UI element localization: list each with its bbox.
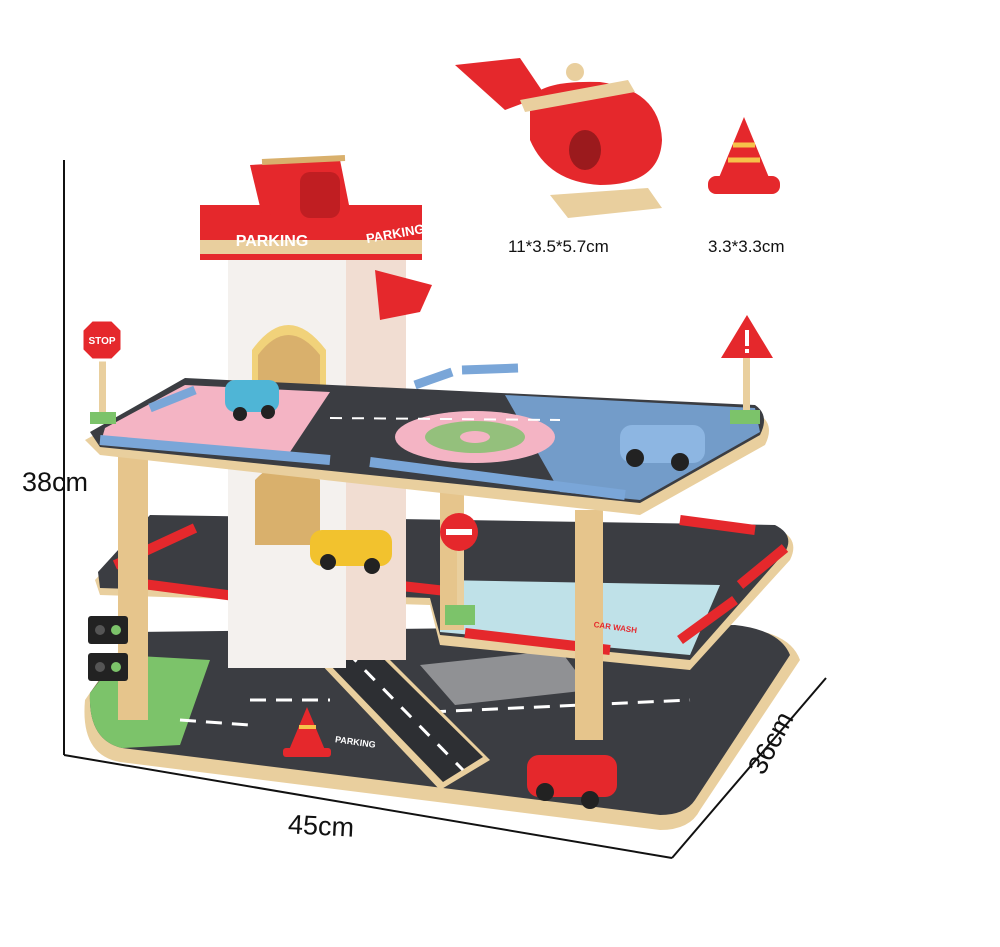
width-label: 45cm [287, 809, 355, 843]
cone-size-label: 3.3*3.3cm [708, 237, 785, 256]
traffic-lights [88, 616, 128, 681]
red-car [527, 755, 617, 809]
width-line [63, 754, 673, 859]
helicopter-size-label: 11*3.5*5.7cm [508, 237, 609, 256]
cone-on-floor [283, 707, 331, 757]
depth-line [671, 677, 827, 859]
helicopter-accessory [455, 58, 662, 218]
stop-sign-post [80, 318, 124, 424]
blue-car-top-right [620, 425, 705, 471]
dimension-lines [63, 160, 827, 859]
yellow-car [310, 530, 392, 574]
blue-car-top-left [225, 380, 279, 421]
cone-accessory [708, 117, 780, 194]
tower-sign-left: PARKING [236, 233, 309, 250]
height-label: 38cm [22, 467, 89, 497]
cars [225, 380, 705, 809]
no-entry-sign-post [440, 513, 478, 625]
warning-sign-post [721, 315, 773, 424]
pillar [575, 510, 603, 740]
stop-sign-text: STOP [88, 336, 115, 347]
